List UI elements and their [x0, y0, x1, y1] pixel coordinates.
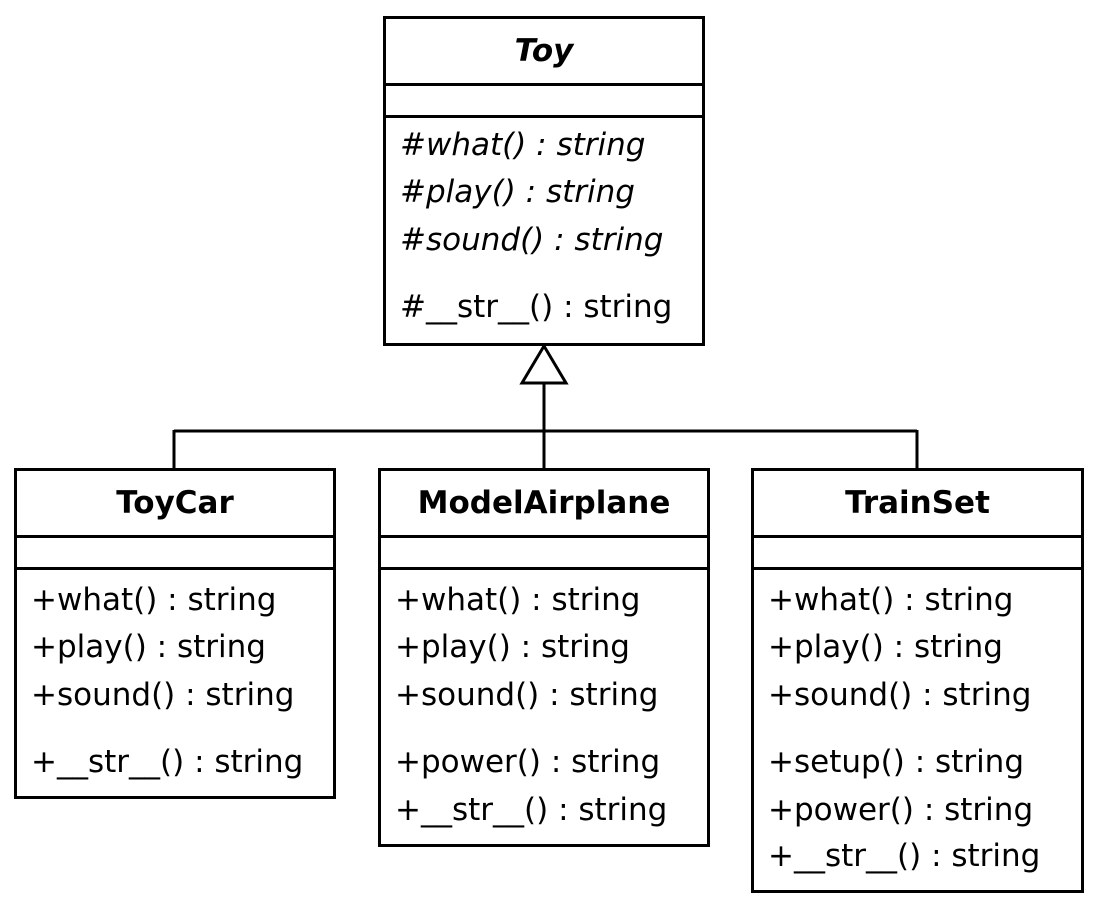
class-name-toycar: ToyCar	[17, 471, 333, 538]
operation-power: +power() : string	[395, 744, 661, 780]
class-name-trainset: TrainSet	[754, 471, 1081, 538]
operation-power: +power() : string	[768, 792, 1034, 828]
attributes-section-toycar	[17, 538, 333, 570]
generalization-arrowhead	[519, 343, 569, 385]
operations-section-trainset: +what() : string +play() : string +sound…	[754, 570, 1081, 881]
operation-what: +what() : string	[768, 582, 1014, 618]
operation-str: +__str__() : string	[31, 744, 304, 780]
operation-str: #__str__() : string	[400, 289, 673, 325]
operations-section-toy: #what() : string #play() : string #sound…	[386, 118, 702, 332]
attributes-section-trainset	[754, 538, 1081, 570]
class-toycar: ToyCar +what() : string +play() : string…	[14, 468, 336, 799]
attributes-section-toy	[386, 86, 702, 118]
operation-play: #play() : string	[400, 174, 635, 210]
class-modelairplane: ModelAirplane +what() : string +play() :…	[378, 468, 710, 847]
operations-section-modelairplane: +what() : string +play() : string +sound…	[381, 570, 707, 835]
operation-play: +play() : string	[31, 629, 266, 665]
operation-play: +play() : string	[768, 629, 1003, 665]
operation-sound: +sound() : string	[395, 677, 659, 713]
class-toy: Toy #what() : string #play() : string #s…	[383, 16, 705, 346]
operation-what: +what() : string	[395, 582, 641, 618]
operation-what: +what() : string	[31, 582, 277, 618]
operation-sound: +sound() : string	[31, 677, 295, 713]
operation-str: +__str__() : string	[395, 792, 668, 828]
class-name-toy: Toy	[386, 19, 702, 86]
operation-play: +play() : string	[395, 629, 630, 665]
operation-sound: #sound() : string	[400, 222, 664, 258]
class-name-modelairplane: ModelAirplane	[381, 471, 707, 538]
attributes-section-modelairplane	[381, 538, 707, 570]
operation-str: +__str__() : string	[768, 838, 1041, 874]
operation-what: #what() : string	[400, 127, 646, 163]
class-trainset: TrainSet +what() : string +play() : stri…	[751, 468, 1084, 893]
operation-setup: +setup() : string	[768, 744, 1025, 780]
operation-sound: +sound() : string	[768, 677, 1032, 713]
operations-section-toycar: +what() : string +play() : string +sound…	[17, 570, 333, 787]
